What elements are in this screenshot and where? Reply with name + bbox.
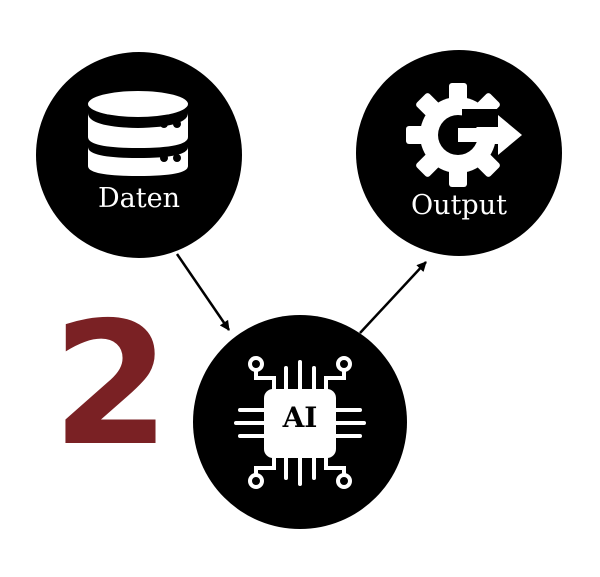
arrow-daten-to-ai [175, 253, 231, 331]
node-ai [193, 315, 407, 529]
ai-chip-body [264, 389, 336, 458]
node-output [356, 50, 562, 256]
node-daten [36, 52, 242, 258]
step-number: 2 [52, 286, 171, 484]
ai-chip-icon [234, 356, 366, 489]
daten-label: Daten [98, 183, 180, 214]
gear-arrow-icon [406, 83, 522, 187]
arrow-ai-to-output [359, 261, 427, 334]
database-icon [88, 91, 188, 176]
output-label: Output [411, 190, 507, 221]
ai-label: AI [282, 401, 318, 434]
